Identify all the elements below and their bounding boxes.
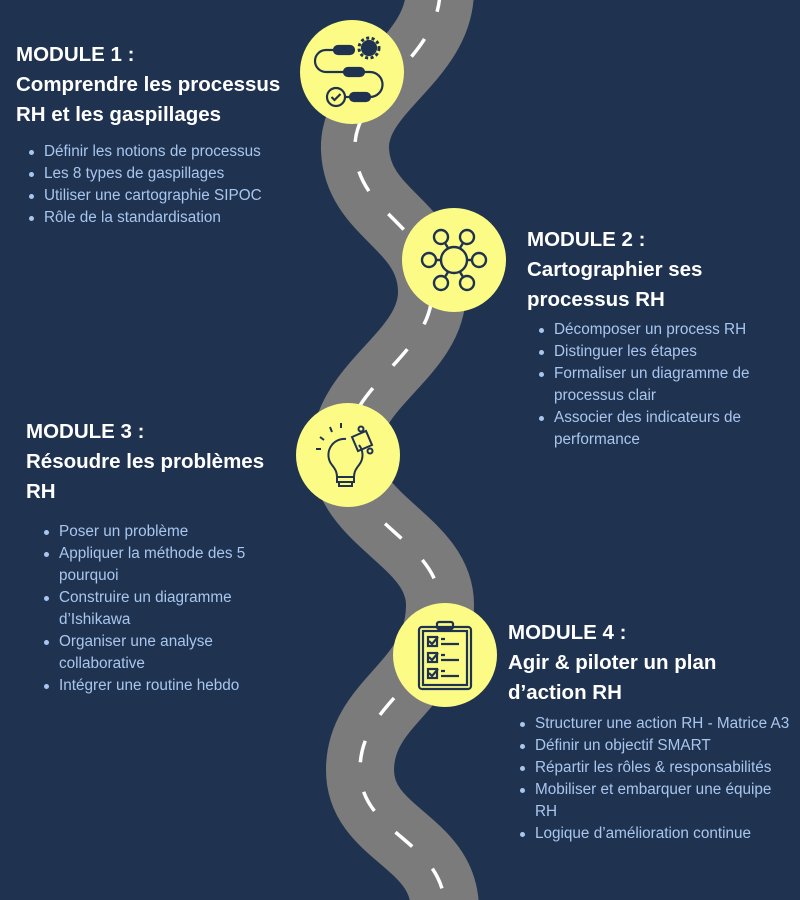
module-1-topics: Définir les notions de processus Les 8 t… <box>16 141 316 229</box>
network-hub-icon <box>420 228 488 292</box>
title-line: Agir & piloter un plan <box>508 651 717 674</box>
topic-item: Utiliser une cartographie SIPOC <box>29 185 316 207</box>
topic-item: Formaliser un diagramme de processus cla… <box>539 363 784 407</box>
topic-item: Distinguer les étapes <box>539 341 784 363</box>
topic-item: Organiser une analyse collaborative <box>44 631 274 675</box>
module-label: MODULE 3 : <box>26 420 145 443</box>
topic-item: Associer des indicateurs de performance <box>539 407 784 451</box>
process-flow-icon <box>313 36 384 108</box>
module-2-topics: Décomposer un process RH Distinguer les … <box>527 319 784 451</box>
topic-item: Poser un problème <box>44 521 274 543</box>
module-2: MODULE 2 : Cartographier ses processus R… <box>527 225 792 451</box>
topic-item: Définir les notions de processus <box>29 141 316 163</box>
topic-item: Rôle de la standardisation <box>29 207 316 229</box>
module-3-topics: Poser un problème Appliquer la méthode d… <box>26 521 274 697</box>
topic-item: Définir un objectif SMART <box>520 735 797 757</box>
title-line: processus RH <box>527 288 665 311</box>
topic-item: Les 8 types de gaspillages <box>29 163 316 185</box>
module-label: MODULE 1 : <box>16 43 135 66</box>
module-1: MODULE 1 : Comprendre les processus RH e… <box>16 40 316 229</box>
module-3: MODULE 3 : Résoudre les problèmes RH Pos… <box>26 417 296 697</box>
topic-item: Logique d’amélioration continue <box>520 823 797 845</box>
checklist-clipboard-icon <box>417 620 473 691</box>
module-1-title: MODULE 1 : Comprendre les processus RH e… <box>16 40 316 130</box>
title-line: d’action RH <box>508 681 622 704</box>
module-4-topics: Structurer une action RH - Matrice A3 Dé… <box>508 713 797 845</box>
topic-item: Appliquer la méthode des 5 pourquoi <box>44 543 274 587</box>
topic-item: Répartir les rôles & responsabilités <box>520 757 797 779</box>
module-1-icon-circle <box>300 20 404 124</box>
module-4-icon-circle <box>393 603 497 707</box>
module-4: MODULE 4 : Agir & piloter un plan d’acti… <box>508 618 798 845</box>
lightbulb-puzzle-icon <box>316 423 374 487</box>
module-2-icon-circle <box>402 208 506 312</box>
title-line: Cartographier ses <box>527 258 703 281</box>
module-label: MODULE 4 : <box>508 621 627 644</box>
title-line: RH <box>26 480 56 503</box>
module-2-title: MODULE 2 : Cartographier ses processus R… <box>527 225 792 315</box>
module-4-title: MODULE 4 : Agir & piloter un plan d’acti… <box>508 618 798 708</box>
title-line: RH et les gaspillages <box>16 103 222 126</box>
title-line: Comprendre les processus <box>16 73 281 96</box>
topic-item: Intégrer une routine hebdo <box>44 675 274 697</box>
module-3-icon-circle <box>296 403 400 507</box>
topic-item: Mobiliser et embarquer une équipe RH <box>520 779 797 823</box>
topic-item: Construire un diagramme d’Ishikawa <box>44 587 274 631</box>
title-line: Résoudre les problèmes <box>26 450 265 473</box>
topic-item: Décomposer un process RH <box>539 319 784 341</box>
module-3-title: MODULE 3 : Résoudre les problèmes RH <box>26 417 296 507</box>
topic-item: Structurer une action RH - Matrice A3 <box>520 713 797 735</box>
module-label: MODULE 2 : <box>527 228 646 251</box>
